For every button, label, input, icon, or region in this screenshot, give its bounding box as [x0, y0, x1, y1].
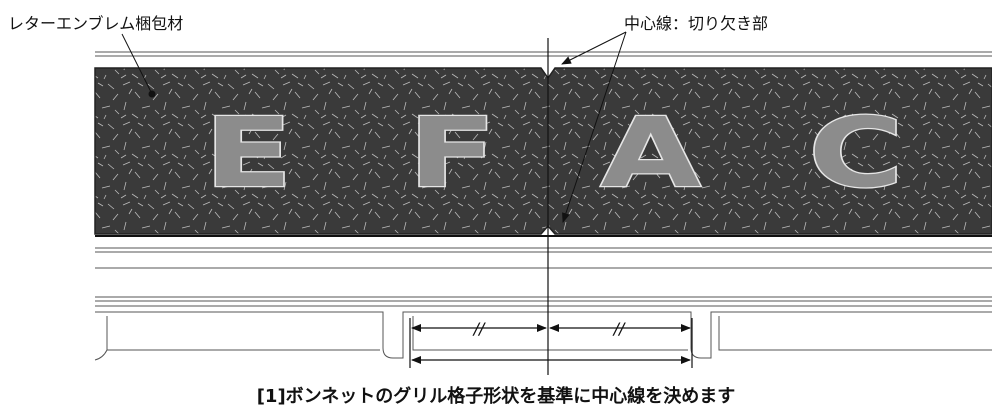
- step-caption: [1]ボンネットのグリル格子形状を基準に中心線を決めます: [256, 386, 736, 407]
- equal-mark-left: //: [472, 319, 486, 338]
- equal-length-marks: // //: [472, 319, 626, 338]
- packing-material-band: [94, 67, 992, 237]
- material-pointer: [121, 33, 156, 98]
- dimension-lines: [409, 318, 693, 368]
- equal-mark-right: //: [612, 319, 626, 338]
- emblem-letter: F: [408, 97, 497, 209]
- emblem-letter: E: [204, 97, 293, 209]
- centerline-notch-label: 中心線：切り欠き部: [624, 14, 769, 33]
- emblem-letters: E F A C: [203, 95, 905, 210]
- emblem-letter: C: [808, 97, 903, 209]
- lower-grille-lines: [95, 247, 992, 307]
- notch-pointers: [561, 31, 627, 223]
- grille-slots: [94, 311, 992, 361]
- material-label: レターエンブレム梱包材: [8, 14, 184, 33]
- top-grille-lines: [95, 51, 992, 57]
- emblem-letter: A: [601, 97, 701, 209]
